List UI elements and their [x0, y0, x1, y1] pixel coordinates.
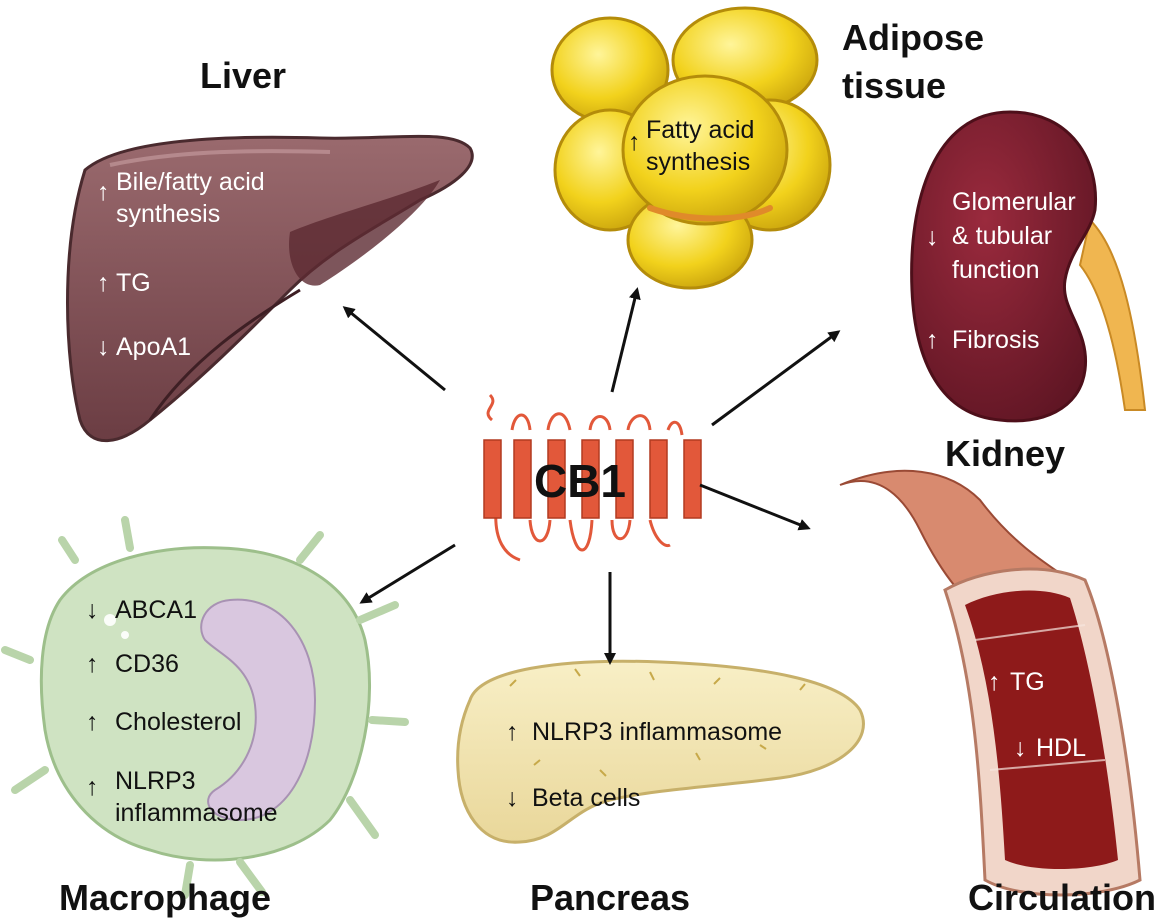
up-arrow-icon: ↑	[506, 718, 519, 746]
cb1-receptor: CB1	[483, 393, 702, 562]
adipose-title-line2: tissue	[842, 65, 946, 106]
down-arrow-icon: ↓	[506, 784, 519, 812]
up-arrow-icon: ↑	[97, 269, 110, 297]
kidney-effects: ↓ Glomerular & tubular function ↑ Fibros…	[926, 188, 1076, 354]
macrophage-title: Macrophage	[59, 877, 271, 918]
kidney-title: Kidney	[945, 433, 1065, 474]
macrophage-illustration	[1, 516, 409, 899]
adipose-title-line1: Adipose	[842, 17, 984, 58]
kidney-effect-2: Fibrosis	[952, 326, 1040, 354]
macrophage-effect-2: CD36	[115, 650, 179, 678]
arrow-to-adipose	[610, 287, 641, 393]
adipose-illustration	[550, 6, 832, 290]
up-arrow-icon: ↑	[86, 708, 99, 736]
down-arrow-icon: ↓	[1014, 734, 1027, 762]
up-arrow-icon: ↑	[97, 178, 110, 206]
macrophage-effects: ↓ ABCA1 ↑ CD36 ↑ Cholesterol ↑ NLRP3 inf…	[86, 596, 278, 827]
circulation-effect-2: HDL	[1036, 734, 1086, 762]
liver-illustration	[66, 134, 474, 443]
adipose-effects: ↑ Fatty acid synthesis	[628, 116, 754, 176]
liver-effect-1-line2: synthesis	[116, 200, 220, 228]
arrow-to-circulation	[699, 483, 811, 531]
down-arrow-icon: ↓	[97, 333, 110, 361]
up-arrow-icon: ↑	[926, 326, 939, 354]
macrophage-effect-4-line1: NLRP3	[115, 767, 196, 795]
arrow-to-macrophage	[359, 543, 456, 604]
macrophage-effect-4-line2: inflammasome	[115, 799, 278, 827]
arrows	[342, 287, 841, 665]
pancreas-effects: ↑ NLRP3 inflammasome ↓ Beta cells	[506, 718, 782, 812]
liver-title: Liver	[200, 55, 286, 96]
kidney-effect-1-line1: Glomerular	[952, 188, 1076, 216]
arrow-to-kidney	[711, 330, 841, 427]
adipose-effect-line1: Fatty acid	[646, 116, 754, 144]
macrophage-effect-1: ABCA1	[115, 596, 197, 624]
pancreas-illustration	[456, 659, 865, 844]
adipose-effect-line2: synthesis	[646, 148, 750, 176]
liver-effect-1-line1: Bile/fatty acid	[116, 168, 265, 196]
kidney-effect-1-line3: function	[952, 256, 1040, 284]
up-arrow-icon: ↑	[86, 773, 99, 801]
liver-effect-2: TG	[116, 269, 151, 297]
circulation-effects: ↑ TG ↓ HDL	[988, 668, 1086, 762]
vessel-illustration	[839, 469, 1142, 897]
down-arrow-icon: ↓	[926, 223, 939, 251]
liver-effect-3: ApoA1	[116, 333, 191, 361]
pancreas-title: Pancreas	[530, 877, 690, 918]
arrow-to-liver	[342, 306, 446, 392]
cb1-label: CB1	[534, 455, 626, 507]
up-arrow-icon: ↑	[628, 128, 641, 156]
liver-effects: ↑ Bile/fatty acid synthesis ↑ TG ↓ ApoA1	[97, 168, 265, 361]
pancreas-effect-1: NLRP3 inflammasome	[532, 718, 782, 746]
macrophage-effect-3: Cholesterol	[115, 708, 241, 736]
kidney-effect-1-line2: & tubular	[952, 222, 1052, 250]
circulation-effect-1: TG	[1010, 668, 1045, 696]
pancreas-effect-2: Beta cells	[532, 784, 640, 812]
circulation-title: Circulation	[968, 877, 1156, 918]
up-arrow-icon: ↑	[86, 650, 99, 678]
up-arrow-icon: ↑	[988, 668, 1001, 696]
down-arrow-icon: ↓	[86, 596, 99, 624]
kidney-illustration	[910, 110, 1147, 423]
